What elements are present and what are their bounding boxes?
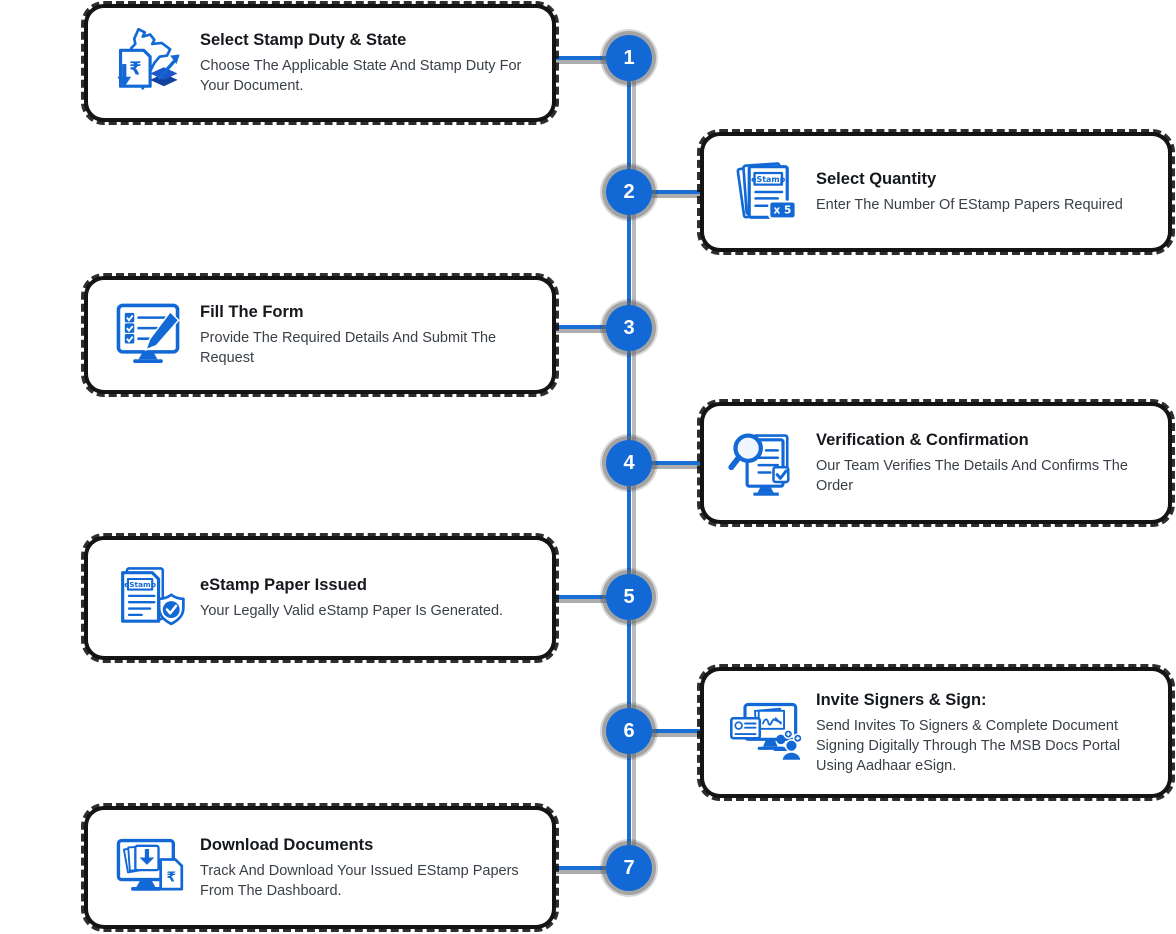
- connector-step-3: [548, 325, 610, 329]
- step-5-text: eStamp Paper Issued Your Legally Valid e…: [200, 575, 503, 621]
- connector-step-7: [548, 866, 610, 870]
- step-7-node: 7: [606, 845, 652, 891]
- step-4-number: 4: [623, 451, 635, 474]
- step-1-card: ₹ Select Stamp Duty & State Choose The A…: [81, 1, 559, 125]
- step-3-title: Fill The Form: [200, 303, 304, 321]
- rupee-glyph: ₹: [166, 869, 176, 885]
- step-3-number: 3: [623, 316, 635, 339]
- step-2-description: Enter The Number Of EStamp Papers Requir…: [816, 197, 1123, 213]
- step-5-description: Your Legally Valid eStamp Paper Is Gener…: [200, 603, 504, 619]
- quantity-badge: x 5: [774, 205, 792, 217]
- step-4-card: Verification & Confirmation Our Team Ver…: [697, 399, 1175, 527]
- step-4-text: Verification & Confirmation Our Team Ver…: [816, 430, 1158, 496]
- step-2-title: Select Quantity: [816, 170, 937, 188]
- step-6-description: Send Invites To Signers & Complete Docum…: [816, 717, 1121, 774]
- connector-step-2: [648, 190, 708, 194]
- step-1-node: 1: [606, 35, 652, 81]
- connector-step-4: [648, 461, 708, 465]
- step-5-card: eStamp eStamp Paper Issued Your Legally …: [81, 533, 559, 663]
- step-7-description: Track And Download Your Issued EStamp Pa…: [200, 862, 519, 899]
- step-1-text: Select Stamp Duty & State Choose The App…: [200, 30, 542, 96]
- step-6-text: Invite Signers & Sign: Send Invites To S…: [816, 690, 1158, 776]
- step-4-title: Verification & Confirmation: [816, 431, 1029, 449]
- step-7-text: Download Documents Track And Download Yo…: [200, 835, 542, 901]
- step-4-description: Our Team Verifies The Details And Confir…: [816, 458, 1128, 494]
- step-7-title: Download Documents: [200, 835, 374, 854]
- step-7-number: 7: [623, 856, 635, 879]
- step-4-node: 4: [606, 440, 652, 486]
- connector-step-6: [648, 729, 708, 733]
- select-quantity-icon: eStamp x 5: [726, 154, 802, 230]
- verification-confirmation-icon: [726, 425, 802, 501]
- step-6-number: 6: [623, 719, 635, 742]
- step-3-text: Fill The Form Provide The Required Detai…: [200, 302, 542, 368]
- rupee-glyph: ₹: [129, 59, 141, 80]
- step-3-node: 3: [606, 305, 652, 351]
- step-7-card: ₹ Download Documents Track And Download …: [81, 803, 559, 932]
- step-1-title: Select Stamp Duty & State: [200, 31, 407, 49]
- invite-signers-icon: [726, 695, 802, 771]
- step-6-card: Invite Signers & Sign: Send Invites To S…: [697, 664, 1175, 801]
- download-documents-icon: ₹: [110, 830, 186, 906]
- step-2-card: eStamp x 5 Select Quantity Enter The Num…: [697, 129, 1175, 255]
- step-6-title: Invite Signers & Sign:: [816, 690, 987, 709]
- step-3-description: Provide The Required Details And Submit …: [200, 330, 497, 366]
- step-1-number: 1: [623, 46, 635, 69]
- fill-form-icon: [110, 297, 186, 373]
- stamp-duty-state-icon: ₹: [110, 25, 186, 101]
- step-5-node: 5: [606, 574, 652, 620]
- step-2-node: 2: [606, 169, 652, 215]
- step-6-node: 6: [606, 708, 652, 754]
- estamp-label: eStamp: [751, 175, 785, 184]
- step-3-card: Fill The Form Provide The Required Detai…: [81, 273, 559, 397]
- step-1-description: Choose The Applicable State And Stamp Du…: [200, 58, 522, 94]
- estamp-paper-issued-icon: eStamp: [110, 560, 186, 636]
- step-2-number: 2: [623, 180, 635, 203]
- step-5-title: eStamp Paper Issued: [200, 576, 367, 594]
- step-2-text: Select Quantity Enter The Number Of ESta…: [816, 169, 1123, 215]
- step-5-number: 5: [623, 585, 635, 608]
- connector-step-5: [548, 595, 610, 599]
- connector-step-1: [548, 56, 610, 60]
- estamp-label: eStamp: [124, 580, 156, 589]
